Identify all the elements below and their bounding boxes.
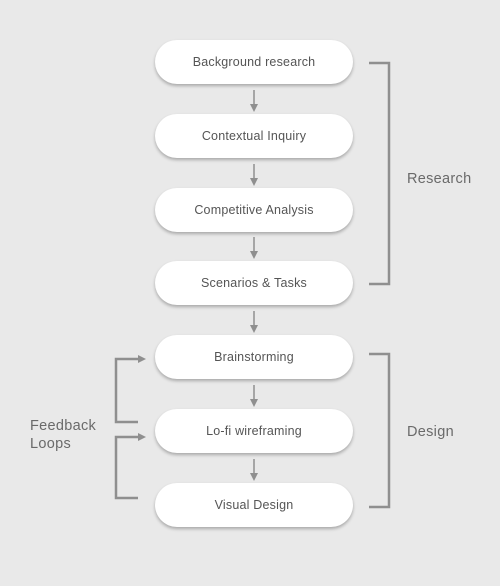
feedback-label-line2: Loops: [30, 436, 72, 452]
feedback-label-line1: Feedback: [30, 418, 97, 434]
step-visual-design: Visual Design: [155, 483, 353, 527]
feedback-loop-1: [114, 355, 146, 424]
design-group-label: Design: [407, 424, 454, 440]
step-competitive-analysis: Competitive Analysis: [155, 188, 353, 232]
design-bracket: [369, 352, 391, 509]
step-brainstorming: Brainstorming: [155, 335, 353, 379]
step-scenarios-tasks: Scenarios & Tasks: [155, 261, 353, 305]
step-lofi-wireframing: Lo-fi wireframing: [155, 409, 353, 453]
feedback-loop-2: [114, 433, 146, 500]
feedback-loops-label: Feedback Loops: [30, 417, 96, 453]
research-bracket: [369, 61, 391, 286]
step-background-research: Background research: [155, 40, 353, 84]
step-contextual-inquiry: Contextual Inquiry: [155, 114, 353, 158]
research-group-label: Research: [407, 171, 472, 187]
